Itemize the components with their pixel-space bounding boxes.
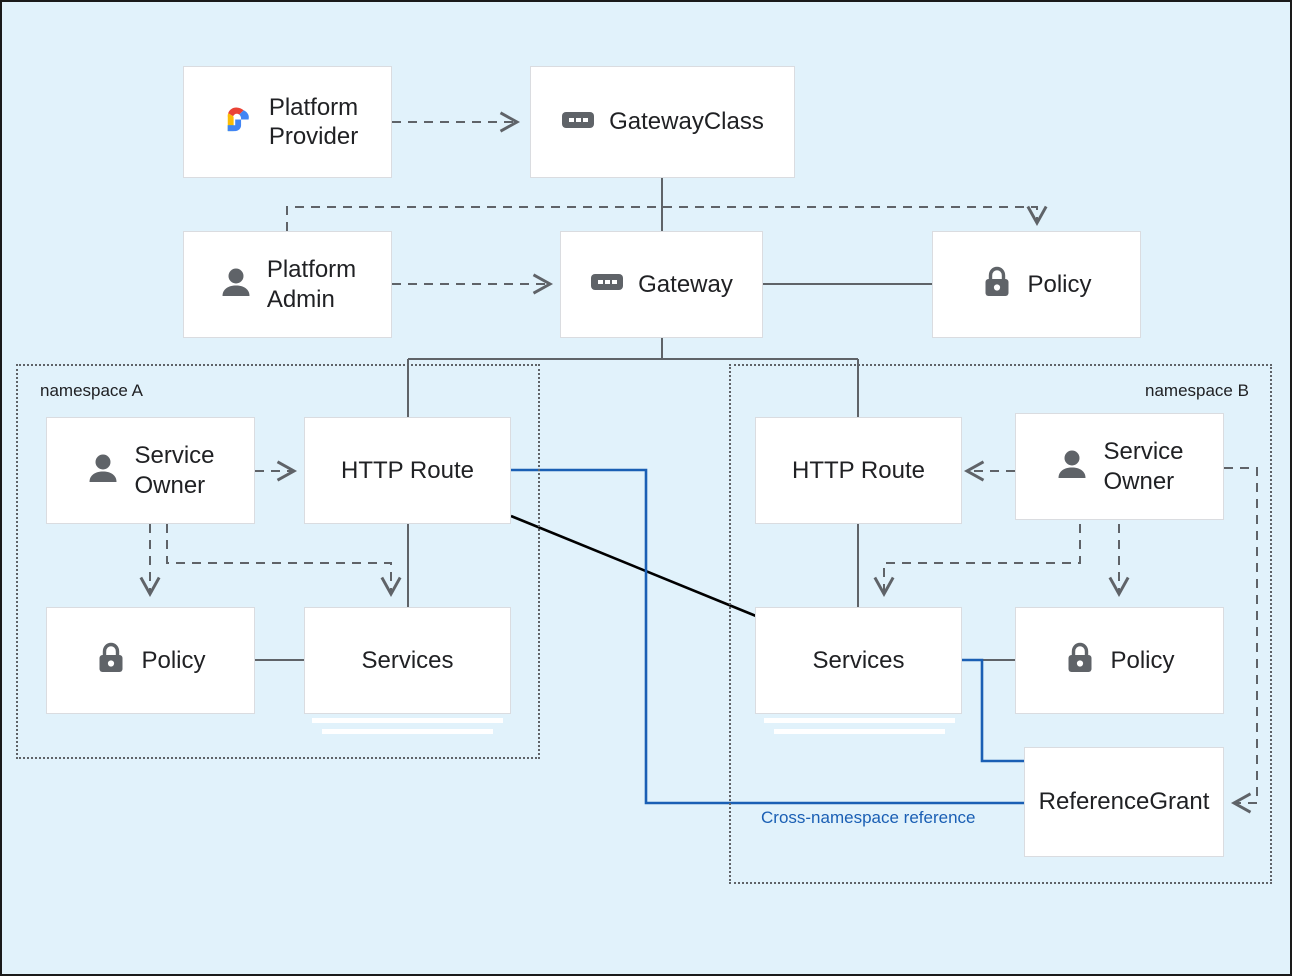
- node-http-route-b[interactable]: HTTP Route: [755, 417, 962, 524]
- person-icon: [1055, 447, 1089, 486]
- node-http-route-a[interactable]: HTTP Route: [304, 417, 511, 524]
- node-reference-grant[interactable]: ReferenceGrant: [1024, 747, 1224, 857]
- node-policy-b-label: Policy: [1110, 646, 1175, 674]
- node-reference-grant-label: ReferenceGrant: [1038, 788, 1210, 816]
- resource-chip-icon: [590, 271, 624, 298]
- node-policy-top[interactable]: Policy: [932, 231, 1141, 338]
- node-http-route-a-label: HTTP Route: [341, 456, 474, 484]
- google-cloud-icon: [217, 104, 255, 141]
- node-platform-admin[interactable]: Platform Admin: [183, 231, 392, 338]
- namespace-a-group: [16, 364, 540, 759]
- edge-route-a-to-services-b-diagonal: [510, 514, 757, 618]
- node-platform-provider-label: Platform Provider: [268, 93, 359, 150]
- cross-namespace-reference-label: Cross-namespace reference: [761, 808, 976, 827]
- person-icon: [86, 451, 120, 490]
- node-gatewayclass[interactable]: GatewayClass: [530, 66, 795, 178]
- services-a-stack-bar-1: [312, 718, 503, 723]
- namespace-a-label: namespace A: [40, 381, 144, 400]
- node-services-a[interactable]: Services: [304, 607, 511, 714]
- node-platform-admin-label: Platform Admin: [266, 256, 357, 313]
- node-services-a-label: Services: [361, 646, 454, 674]
- node-service-owner-b[interactable]: Service Owner: [1015, 413, 1224, 520]
- node-policy-a-label: Policy: [141, 646, 206, 674]
- services-b-stack-bar-2: [774, 729, 945, 734]
- namespace-b-label: namespace B: [1145, 381, 1249, 400]
- node-services-b[interactable]: Services: [755, 607, 962, 714]
- node-service-owner-a-label: Service Owner: [134, 442, 215, 499]
- resource-chip-icon: [561, 109, 595, 136]
- services-b-stack-bar-1: [764, 718, 955, 723]
- node-services-b-label: Services: [812, 646, 905, 674]
- node-policy-top-label: Policy: [1027, 270, 1092, 298]
- node-http-route-b-label: HTTP Route: [792, 456, 925, 484]
- lock-icon: [95, 641, 127, 680]
- edge-admin-to-policy-top: [286, 205, 1048, 231]
- node-platform-provider[interactable]: Platform Provider: [183, 66, 392, 178]
- services-a-stack-bar-2: [322, 729, 493, 734]
- node-service-owner-a[interactable]: Service Owner: [46, 417, 255, 524]
- node-gateway[interactable]: Gateway: [560, 231, 763, 338]
- person-icon: [219, 265, 253, 304]
- node-gatewayclass-label: GatewayClass: [609, 108, 764, 136]
- lock-icon: [981, 265, 1013, 304]
- namespace-b-group: [729, 364, 1272, 884]
- node-service-owner-b-label: Service Owner: [1103, 438, 1184, 495]
- node-policy-a[interactable]: Policy: [46, 607, 255, 714]
- node-policy-b[interactable]: Policy: [1015, 607, 1224, 714]
- node-gateway-label: Gateway: [638, 270, 733, 298]
- lock-icon: [1064, 641, 1096, 680]
